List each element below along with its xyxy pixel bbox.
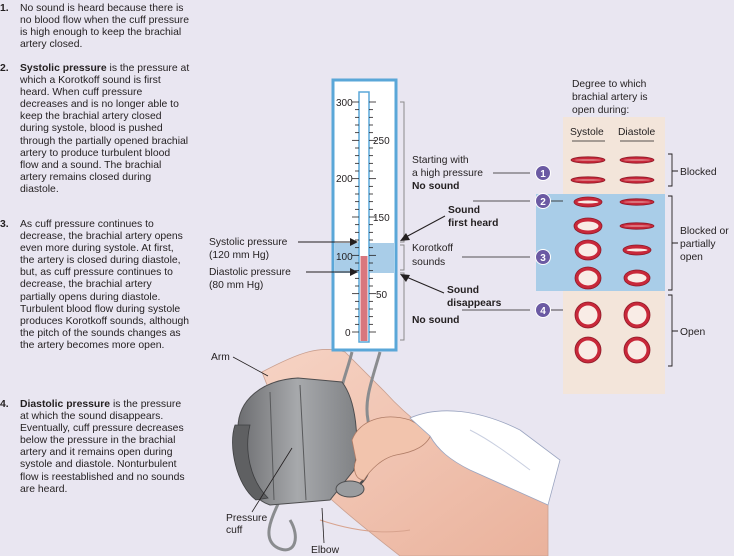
- start-label-3: No sound: [412, 181, 459, 192]
- systolic-label-1: Systolic pressure: [209, 237, 288, 248]
- manometer-ticks: [352, 101, 376, 333]
- no-sound-label: No sound: [412, 315, 459, 326]
- tick-250: 250: [373, 136, 390, 147]
- badge-2-number: 2: [540, 197, 546, 208]
- artery-lumen: [627, 305, 647, 325]
- artery-lumen: [578, 243, 598, 257]
- step-text: Systolic pressure is the pressure at whi…: [20, 63, 190, 195]
- artery-lumen: [574, 179, 602, 181]
- bracket-no-sound-top: [400, 101, 405, 243]
- step-number: 3.: [0, 219, 9, 230]
- bracket-open: [668, 294, 678, 367]
- artery-lumen: [577, 200, 599, 204]
- elbow-leader: [321, 507, 325, 544]
- step-number: 1.: [0, 3, 9, 14]
- open-label: Open: [680, 327, 705, 338]
- disappears-label-1: Sound: [447, 285, 479, 296]
- badge-3: 3: [535, 249, 551, 265]
- pressure-cuff-label-2: cuff: [226, 525, 243, 536]
- step-text: Diastolic pressure is the pressure at wh…: [20, 399, 185, 495]
- diastolic-label-1: Diastolic pressure: [209, 267, 291, 278]
- tick-100: 100: [336, 252, 353, 263]
- artery-lumen: [578, 340, 598, 360]
- elbow-crease: [319, 519, 411, 533]
- badge-2: 2: [535, 193, 551, 209]
- step-2: 2. Systolic pressure is the pressure at …: [0, 63, 190, 196]
- sound-first-label-1: Sound: [448, 205, 480, 216]
- bracket-blocked: [668, 153, 678, 187]
- partial-label-3: open: [680, 252, 703, 263]
- examiner-hand: [351, 410, 561, 506]
- korotkoff-label-1: Korotkoff: [412, 243, 453, 254]
- badge-1: 1: [535, 165, 551, 181]
- disappears-label-2: disappears: [447, 298, 502, 309]
- arm-label: Arm: [211, 352, 230, 363]
- step-text: No sound is heard because there is no bl…: [20, 3, 190, 51]
- step-3: 3. As cuff pressure continues to decreas…: [0, 219, 190, 352]
- tick-200: 200: [336, 174, 353, 185]
- korotkoff-band-strip: [536, 194, 563, 291]
- sound-first-label-2: first heard: [448, 218, 498, 229]
- cuff-lower-tubing: [267, 499, 297, 552]
- mercury-column: [360, 256, 368, 341]
- start-label-1: Starting with: [412, 155, 469, 166]
- artery-lumen: [578, 270, 598, 286]
- cuff-leader: [251, 447, 293, 513]
- arm-illustration: [232, 349, 561, 556]
- sound-first-arrowhead: [400, 233, 410, 241]
- partial-label-1: Blocked or: [680, 226, 729, 237]
- sound-first-arrow: [403, 215, 446, 239]
- diastolic-arrowhead: [350, 268, 358, 276]
- systolic-arrowhead: [350, 238, 358, 246]
- artery-lumen: [623, 201, 651, 203]
- badge-4: 4: [535, 302, 551, 318]
- artery-lumen: [574, 159, 602, 161]
- manometer: 300 200 100 0 250 150 50: [331, 78, 398, 352]
- artery-lumen: [578, 305, 598, 325]
- diastolic-label-2: (80 mm Hg): [209, 280, 263, 291]
- tick-0: 0: [345, 328, 351, 339]
- panel-header-1: Degree to which: [572, 79, 647, 90]
- step-number: 4.: [0, 399, 9, 410]
- badge-3-number: 3: [540, 253, 546, 264]
- badge-4-number: 4: [540, 306, 546, 317]
- artery-lumen: [623, 159, 651, 161]
- artery-lumen: [626, 248, 648, 252]
- step-1: 1. No sound is heard because there is no…: [0, 3, 190, 51]
- badge-1-number: 1: [540, 169, 546, 180]
- bracket-no-sound-bottom: [400, 272, 405, 341]
- step-text: As cuff pressure continues to decrease, …: [20, 219, 190, 351]
- col-diastole: Diastole: [618, 127, 655, 138]
- start-label-2: a high pressure: [412, 168, 483, 179]
- arm-leader: [232, 356, 269, 377]
- elbow-label: Elbow: [311, 545, 340, 556]
- step-4: 4. Diastolic pressure is the pressure at…: [0, 399, 190, 496]
- blocked-label: Blocked: [680, 167, 717, 178]
- step-number: 2.: [0, 63, 9, 74]
- artery-cross-sections: [570, 156, 655, 364]
- tick-150: 150: [373, 213, 390, 224]
- systolic-label-2: (120 mm Hg): [209, 250, 269, 261]
- bracket-partial: [668, 195, 678, 291]
- col-systole: Systole: [570, 127, 604, 138]
- artery-lumen: [623, 179, 651, 181]
- tick-50: 50: [376, 290, 388, 301]
- panel-header-3: open during:: [572, 105, 629, 116]
- panel-header-2: brachial artery is: [572, 92, 648, 103]
- artery-lumen: [577, 221, 599, 231]
- artery-lumen: [627, 340, 647, 360]
- lab-coat-sleeve: [409, 410, 561, 506]
- partial-label-2: partially: [680, 239, 716, 250]
- pressure-cuff-label-1: Pressure: [226, 513, 267, 524]
- artery-lumen: [627, 273, 647, 283]
- tick-300: 300: [336, 98, 353, 109]
- korotkoff-label-2: sounds: [412, 257, 445, 268]
- bracket-korotkoff: [400, 244, 405, 271]
- disappears-arrowhead: [400, 274, 410, 282]
- pressure-cuff: [232, 377, 358, 506]
- artery-lumen: [623, 225, 651, 227]
- disappears-arrow: [403, 275, 445, 294]
